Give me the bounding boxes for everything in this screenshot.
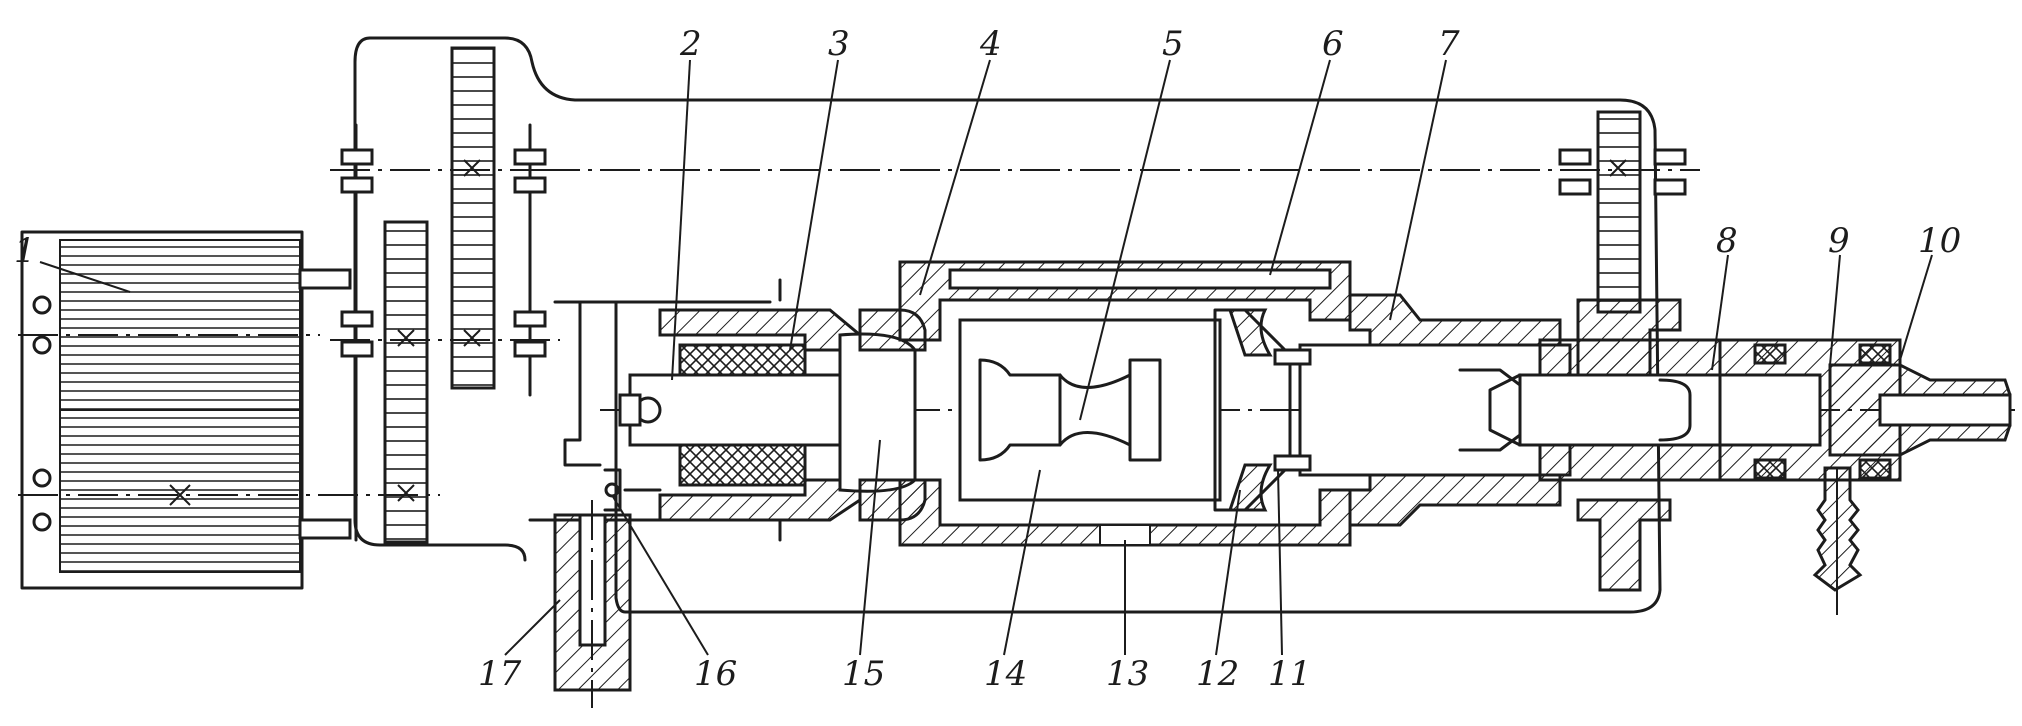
shaft-body bbox=[1273, 293, 1722, 527]
callout-labels: 1 2 3 4 5 6 7 8 9 10 11 12 13 14 15 16 1… bbox=[14, 24, 1961, 694]
callout-10: 10 bbox=[1918, 221, 1961, 261]
drain-fitting bbox=[553, 300, 662, 708]
callout-9: 9 bbox=[1828, 221, 1850, 261]
callout-1: 1 bbox=[14, 231, 36, 271]
seal-assembly bbox=[618, 308, 862, 522]
callout-12: 12 bbox=[1196, 654, 1239, 694]
gear-train bbox=[330, 46, 1700, 544]
pump-cylinder bbox=[898, 260, 1352, 547]
callout-13: 13 bbox=[1106, 654, 1149, 694]
leader-lines bbox=[39, 59, 1933, 656]
callout-8: 8 bbox=[1716, 221, 1738, 261]
callout-5: 5 bbox=[1162, 24, 1184, 64]
callout-3: 3 bbox=[828, 24, 850, 64]
callout-16: 16 bbox=[694, 654, 737, 694]
callout-7: 7 bbox=[1438, 24, 1460, 64]
outlet-nozzle bbox=[1718, 338, 2012, 615]
callout-6: 6 bbox=[1322, 24, 1344, 64]
callout-2: 2 bbox=[679, 24, 702, 64]
motor bbox=[18, 230, 440, 590]
callout-14: 14 bbox=[984, 654, 1027, 694]
callout-11: 11 bbox=[1268, 654, 1311, 694]
callout-17: 17 bbox=[478, 654, 522, 694]
callout-15: 15 bbox=[842, 654, 885, 694]
callout-4: 4 bbox=[979, 24, 1002, 64]
